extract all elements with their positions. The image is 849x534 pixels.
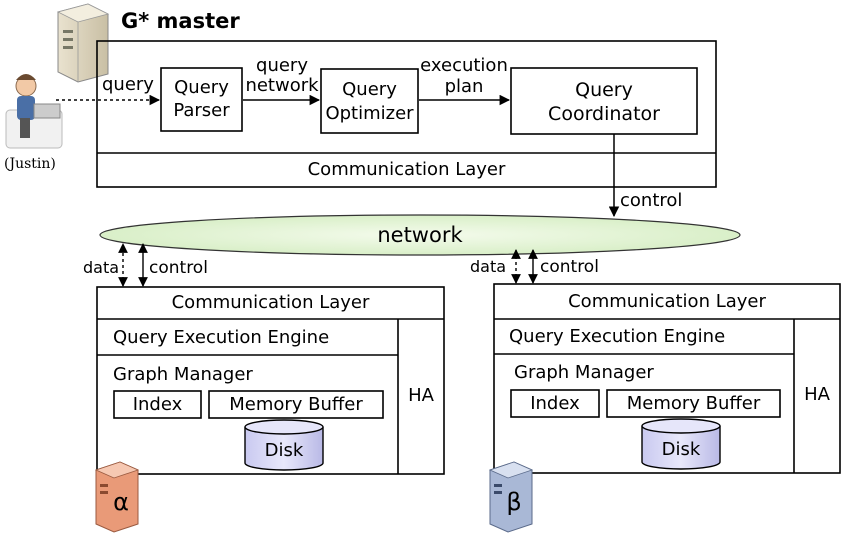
alpha-symbol: α: [113, 488, 129, 516]
beta-symbol: β: [506, 488, 522, 516]
data-beta-label: data: [470, 257, 507, 276]
network-label: network: [377, 223, 463, 247]
alpha-memory-buffer: Memory Buffer: [229, 394, 363, 415]
control-alpha-label: control: [149, 258, 208, 278]
query-optimizer-box: [320, 68, 419, 134]
query-parser-line-2: Parser: [173, 100, 230, 121]
beta-graph-manager: Graph Manager: [514, 362, 654, 383]
alpha-ha: HA: [408, 385, 434, 406]
query-coordinator-line-1: Query: [575, 79, 633, 101]
query-coordinator-line-2: Coordinator: [548, 103, 660, 125]
beta-memory-buffer: Memory Buffer: [626, 393, 761, 414]
beta-index: Index: [530, 393, 580, 414]
master-communication-layer: Communication Layer: [307, 159, 506, 180]
alpha-graph-manager: Graph Manager: [113, 364, 253, 385]
query-edge-label: query: [102, 74, 154, 95]
execution-plan-edge-label: execution plan: [416, 55, 512, 97]
alpha-communication-layer: Communication Layer: [171, 292, 370, 313]
worker-beta-frame: [493, 283, 841, 474]
alpha-index: Index: [132, 394, 183, 415]
query-parser-line-1: Query: [174, 77, 229, 98]
master-title: G* master: [121, 9, 240, 33]
query-coordinator-label: Query Coordinator: [511, 80, 697, 124]
execution-plan-line-1: execution: [420, 55, 508, 76]
query-coordinator-box: [510, 67, 698, 135]
master-box: [96, 40, 717, 188]
beta-communication-layer: Communication Layer: [568, 291, 766, 312]
beta-ha: HA: [804, 384, 830, 405]
control-beta-label: control: [540, 257, 599, 277]
network-ellipse: [99, 214, 741, 256]
disk-beta-icon: [641, 418, 721, 470]
beta-query-execution-engine: Query Execution Engine: [509, 326, 726, 347]
user-icon: [5, 74, 63, 149]
beta-disk: Disk: [661, 439, 701, 460]
query-optimizer-line-2: Optimizer: [325, 103, 414, 124]
data-alpha-label: data: [83, 258, 120, 277]
query-parser-label: Query Parser: [161, 78, 242, 121]
worker-alpha-frame: [96, 286, 445, 475]
query-optimizer-label: Query Optimizer: [321, 80, 418, 124]
query-network-line-2: network: [245, 75, 319, 96]
alpha-disk: Disk: [264, 440, 304, 461]
query-network-line-1: query: [256, 55, 308, 76]
user-name: (Justin): [4, 156, 56, 172]
control-master-label: control: [620, 190, 683, 211]
query-network-edge-label: query network: [240, 56, 324, 96]
query-optimizer-line-1: Query: [342, 79, 397, 100]
server-alpha-icon: [94, 461, 140, 533]
query-parser-box: [160, 67, 243, 132]
master-server-icon: [56, 3, 110, 83]
alpha-query-execution-engine: Query Execution Engine: [113, 327, 330, 348]
server-beta-icon: [488, 461, 534, 533]
disk-alpha-icon: [244, 419, 324, 471]
execution-plan-line-2: plan: [444, 76, 484, 97]
